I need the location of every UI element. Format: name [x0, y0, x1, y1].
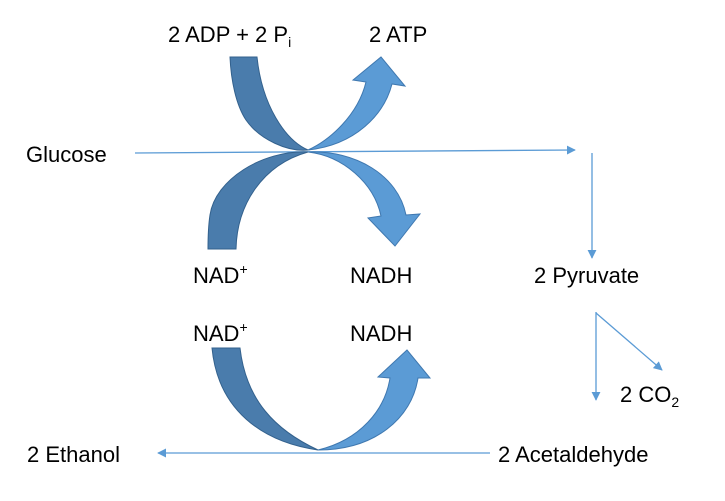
nad-top-label: NAD+	[193, 261, 248, 288]
nad-top-curve-arrow	[207, 151, 309, 250]
ethanol-label: 2 Ethanol	[27, 442, 120, 467]
adp-pi-label: 2 ADP + 2 Pi	[168, 22, 291, 50]
glucose-to-pyruvate-arrow	[134, 145, 576, 155]
pyruvate-to-co2-arrow	[595, 312, 663, 371]
nadh-bottom-label: NADH	[350, 321, 412, 346]
nad-bottom-curve-arrow	[211, 347, 319, 451]
nadh-bottom-curve-arrow	[317, 349, 432, 451]
pyruvate-label: 2 Pyruvate	[534, 263, 639, 288]
adp-curve-arrow	[229, 56, 310, 151]
atp-label: 2 ATP	[369, 22, 427, 47]
co2-label: 2 CO2	[620, 382, 679, 410]
atp-curve-arrow	[307, 56, 407, 151]
glucose-label: Glucose	[26, 142, 107, 167]
nad-bottom-label: NAD+	[193, 319, 248, 346]
nadh-top-label: NADH	[350, 263, 412, 288]
nadh-top-curve-arrow	[307, 151, 422, 247]
acetaldehyde-label: 2 Acetaldehyde	[498, 442, 648, 467]
